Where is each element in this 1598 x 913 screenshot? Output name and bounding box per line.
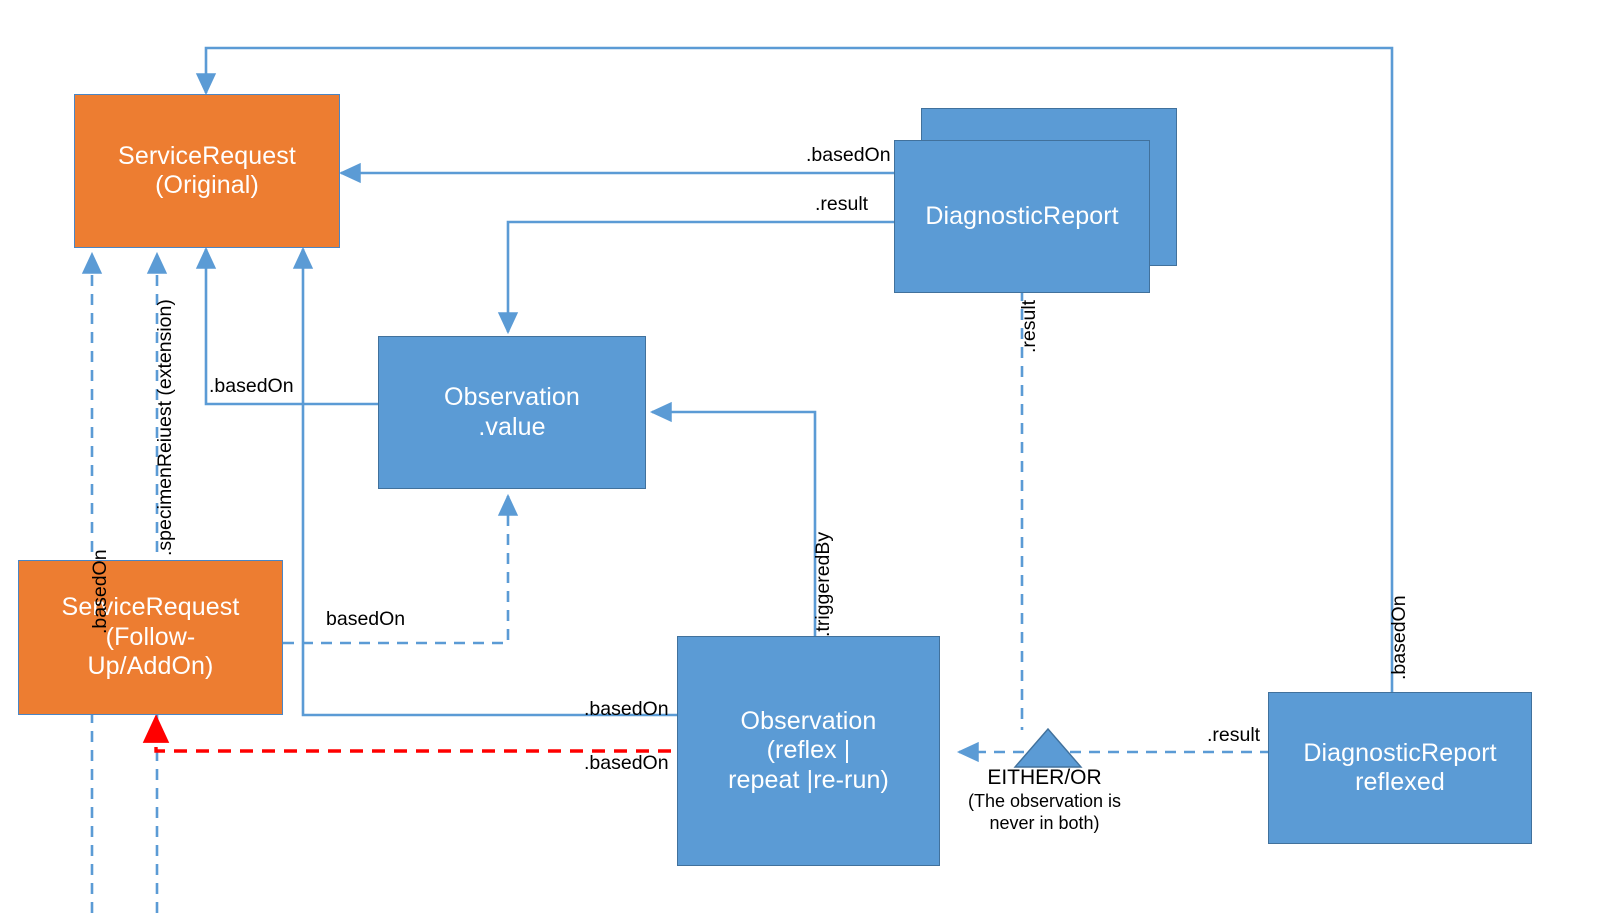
edge-label-observation-value-basedon: .basedOn bbox=[209, 375, 294, 397]
edge-label-vertical-triggeredby: .triggeredBy bbox=[812, 531, 834, 637]
node-observation-reflex[interactable]: Observation (reflex | repeat |re-run) bbox=[677, 636, 940, 866]
edge-dr-result-to-observation-value bbox=[497, 220, 912, 335]
edge-label-reflex-basedon-red: .basedOn bbox=[584, 752, 669, 774]
node-diagnostic-report-reflexed[interactable]: DiagnosticReport reflexed bbox=[1268, 692, 1532, 844]
annotation-either-or-note: (The observation is never in both) bbox=[967, 791, 1122, 833]
edge-label-vertical-result-mid: .result bbox=[1018, 299, 1040, 353]
edge-label-vertical-basedon-left: .basedOn bbox=[89, 549, 111, 634]
edge-label-vertical-specimen-request: .specimenReiuest (extension) bbox=[154, 299, 176, 556]
edge-label-reflexed-result: .result bbox=[1207, 724, 1261, 746]
edge-observation-reflex-triggeredby-to-observation-value bbox=[649, 401, 817, 646]
node-service-request-original[interactable]: ServiceRequest (Original) bbox=[74, 94, 340, 248]
node-observation-value[interactable]: Observation .value bbox=[378, 336, 646, 489]
either-or-triangle bbox=[1013, 727, 1083, 768]
edge-label-followup-basedon: basedOn bbox=[326, 608, 406, 630]
edge-label-reflex-basedon: .basedOn bbox=[584, 698, 669, 720]
edge-label-dr-basedon: .basedOn bbox=[806, 144, 891, 166]
node-service-request-follow-up[interactable]: ServiceRequest (Follow- Up/AddOn) bbox=[18, 560, 283, 715]
annotation-either-or-title: EITHER/OR bbox=[987, 766, 1102, 789]
node-diagnostic-report[interactable]: DiagnosticReport bbox=[894, 140, 1150, 293]
edge-label-dr-result: .result bbox=[815, 193, 869, 215]
edge-label-vertical-basedon-right: .basedOn bbox=[1388, 595, 1410, 680]
edge-observation-reflex-basedon-red-to-sr-followup bbox=[142, 714, 693, 753]
